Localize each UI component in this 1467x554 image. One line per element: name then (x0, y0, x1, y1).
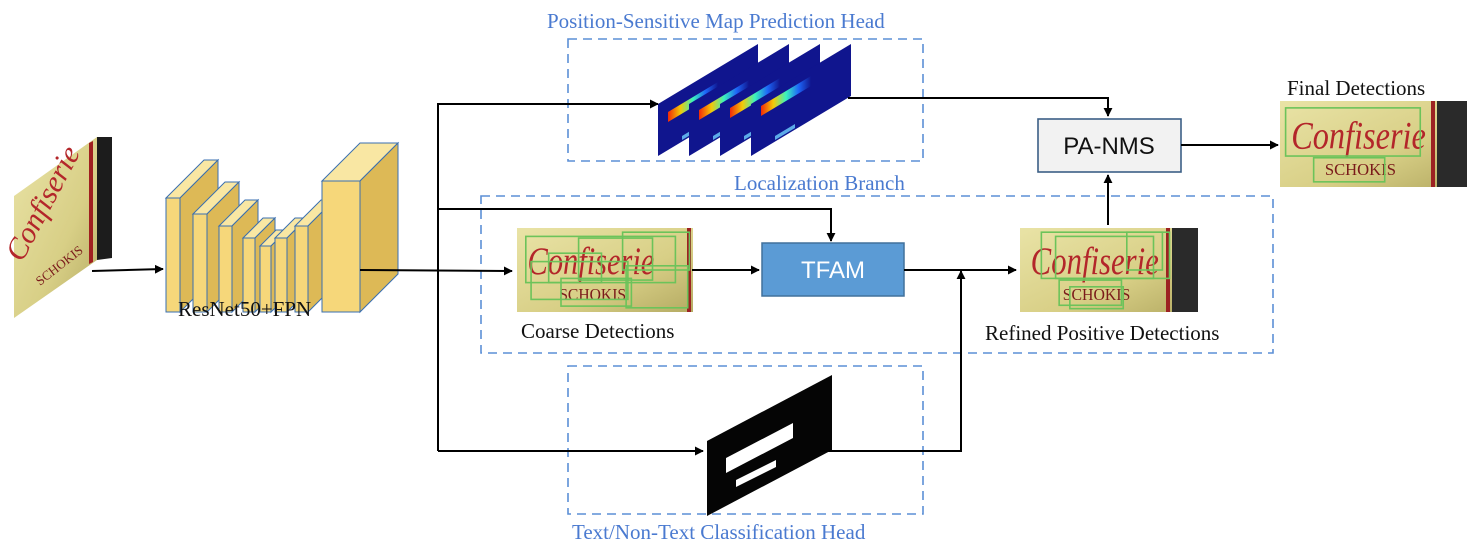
detection-box (1054, 235, 1155, 280)
position-sensitive-maps (658, 44, 851, 156)
photo-word-confiserie: Confiserie (1291, 113, 1426, 157)
map-panel-base (751, 44, 851, 156)
photo-dark-edge (1172, 228, 1198, 312)
detection-box (1284, 107, 1422, 157)
backbone-block-front (294, 225, 309, 313)
backbone-block-front (192, 213, 208, 313)
backbone-block-front (259, 245, 272, 313)
detection-box (577, 237, 654, 281)
text-mask (707, 375, 832, 516)
backbone-block-front (274, 237, 288, 313)
detection-box (625, 264, 689, 309)
panms-label: PA-NMS (1063, 133, 1155, 160)
tfam-label: TFAM (801, 257, 865, 284)
detection-box (530, 260, 629, 301)
photo-word-schokis: SCHOKIS (1325, 160, 1396, 179)
input-image: Confiserie SCHOKIS (0, 137, 112, 318)
coarse-detections-label: Coarse Detections (521, 319, 675, 343)
backbone-block-front (321, 180, 361, 313)
backbone-block (320, 141, 400, 314)
detection-box (560, 277, 633, 307)
map-panel-heat (730, 78, 780, 118)
detection-box (1312, 156, 1386, 183)
classification-head-box (567, 365, 924, 515)
classification-head-title: Text/Non-Text Classification Head (572, 520, 866, 544)
backbone-feature-pyramid (164, 141, 400, 314)
photo-word-confiserie: Confiserie (1031, 241, 1159, 283)
map-panel-heat (699, 80, 749, 120)
tfam-box (761, 242, 905, 297)
final-detections-label: Final Detections (1287, 76, 1426, 100)
connectors (91, 97, 1279, 456)
localization-branch-title: Localization Branch (734, 171, 905, 195)
detection-box (1126, 231, 1164, 271)
backbone-label: ResNet50+FPN (178, 297, 312, 321)
detection-box (621, 231, 691, 271)
map-panel-heat-small (775, 124, 795, 140)
photo-red-stripe (1166, 228, 1170, 312)
photo-word-schokis: SCHOKIS (559, 285, 626, 304)
position-head-title: Position-Sensitive Map Prediction Head (547, 9, 885, 33)
refined-detections-label: Refined Positive Detections (985, 321, 1220, 345)
detection-box (1058, 279, 1123, 307)
photo-background (1280, 101, 1467, 187)
detection-box (1069, 285, 1125, 310)
backbone-block-front (165, 197, 181, 313)
localization-branch-box (480, 195, 1274, 354)
backbone-block-front (218, 225, 233, 313)
detection-box (547, 252, 603, 284)
position-head-box (567, 38, 924, 162)
panms-box (1037, 118, 1182, 173)
photo-word-schokis: SCHOKIS (1063, 285, 1131, 304)
map-panel-heat (761, 76, 811, 116)
photo-red-stripe (1431, 101, 1435, 187)
photo-dark-edge (1437, 101, 1467, 187)
backbone-block-front (242, 237, 256, 313)
position-map-panel (751, 44, 851, 156)
